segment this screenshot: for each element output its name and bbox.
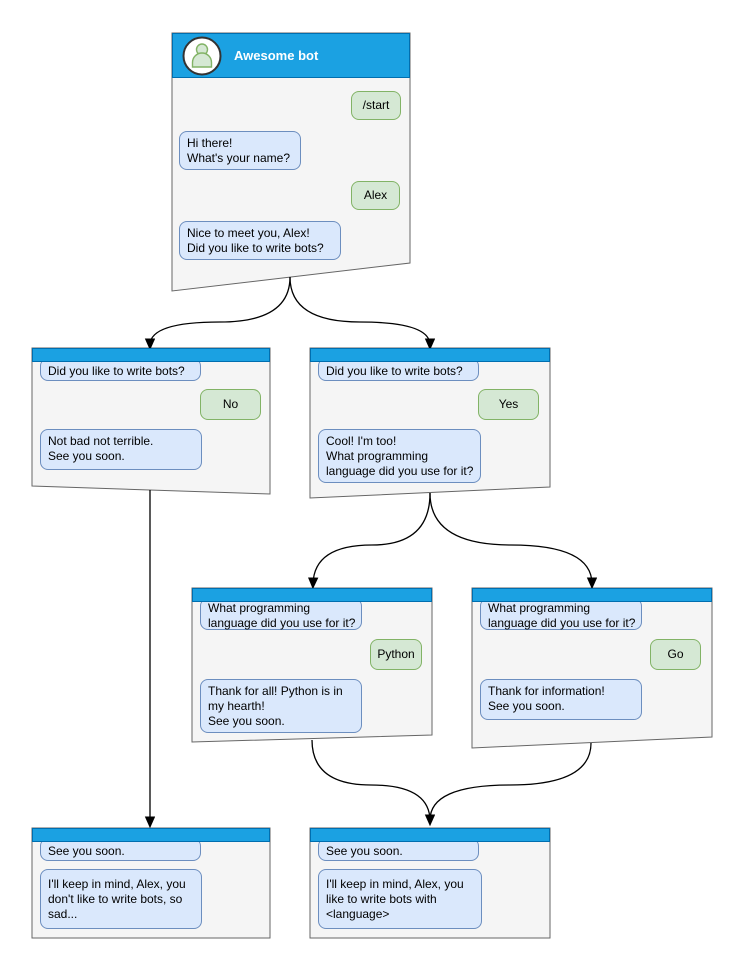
arrow-branch-yes-to-go [429,492,598,590]
bot-message-bubble: I'll keep in mind, Alex, you don't like … [40,869,202,929]
user-message-bubble: /start [351,91,401,120]
bot-message-bubble: See you soon. [40,838,201,861]
bot-avatar-icon [182,36,222,75]
window-branch-go-header [472,588,712,602]
bot-message-bubble: Not bad not terrible. See you soon. [40,429,202,470]
user-message-bubble: Go [650,639,701,670]
arrow-branch-yes-to-python [307,492,431,590]
bot-message-bubble: Did you like to write bots? [40,358,201,381]
bot-message-bubble: Thank for information! See you soon. [480,679,642,720]
bot-message-bubble: Hi there! What's your name? [179,131,301,170]
window-branch-python-header [192,588,432,602]
bot-message-bubble: Cool! I'm too! What programming language… [318,429,481,483]
arrow-root-to-branch-yes [289,276,436,351]
user-message-bubble: Python [370,639,422,670]
bot-message-bubble: See you soon. [318,838,479,861]
window-branch-no-header [32,348,270,362]
arrow-python-to-end-language [311,739,436,827]
arrow-go-to-end-language [429,742,592,822]
user-message-bubble: Alex [351,181,400,210]
window-root-header: Awesome bot [172,33,410,78]
bot-message-bubble: I'll keep in mind, Alex, you like to wri… [318,869,482,929]
window-branch-yes-header [310,348,550,362]
bot-title: Awesome bot [234,48,319,63]
user-message-bubble: Yes [478,389,539,420]
bot-message-bubble: Nice to meet you, Alex! Did you like to … [179,221,341,260]
bot-message-bubble: Thank for all! Python is in my hearth! S… [200,679,362,733]
user-message-bubble: No [200,389,261,420]
bot-message-bubble: What programming language did you use fo… [480,598,642,630]
window-end-language-header [310,828,550,842]
bot-message-bubble: What programming language did you use fo… [200,598,362,630]
window-end-no-header [32,828,270,842]
arrow-root-to-branch-no [144,276,291,351]
